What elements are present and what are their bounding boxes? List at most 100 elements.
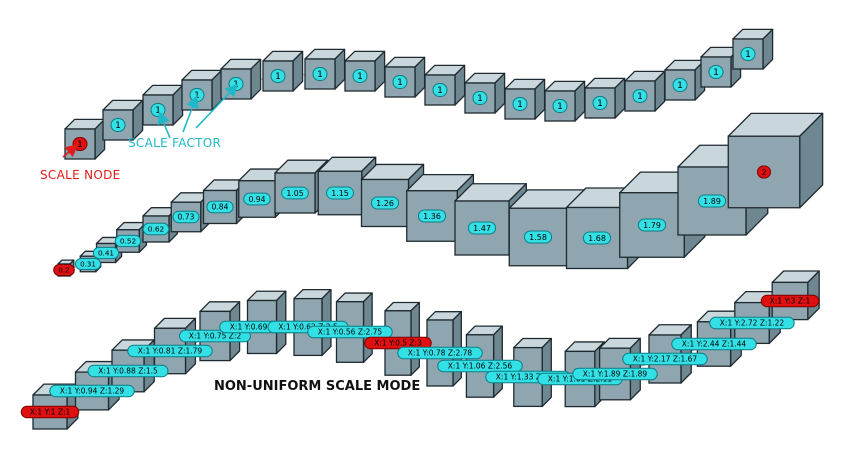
label-text: 1.68 <box>588 234 606 243</box>
scale-factor-badge <box>709 316 795 330</box>
scaled-cube <box>727 112 824 209</box>
scale-factor-badge <box>270 69 286 83</box>
scaled-factor-label: 1.26 <box>370 196 400 210</box>
scaled-factor-label: 1.47 <box>467 221 497 235</box>
label-text: 1 <box>397 78 403 88</box>
uniform-scale-label: 1 <box>552 99 568 113</box>
uniform-scale-label: 1 <box>312 67 328 81</box>
scale-factor-badge <box>87 364 169 378</box>
non-uniform-scale-label: X:1 Y:0.78 Z:2.78 <box>397 346 483 360</box>
scaled-factor-label: 1.36 <box>417 209 447 223</box>
label-text: 1.26 <box>376 199 394 208</box>
uniform-scale-label: 1 <box>110 118 126 132</box>
callout-arrows <box>62 83 239 158</box>
scale-factor-badge <box>110 118 126 132</box>
label-text: 1 <box>77 140 83 150</box>
label-text: 0.84 <box>212 203 229 212</box>
label-text: 1 <box>597 99 603 109</box>
uniform-scale-label: 1 <box>150 103 166 117</box>
scaled-factor-label: 0.2 <box>53 264 75 276</box>
non-uniform-scale-label: X:1 Y:0.56 Z:2.75 <box>307 325 393 339</box>
scale-factor-badge <box>142 222 170 236</box>
label-text: 1.79 <box>643 221 661 230</box>
scale-factor-badge <box>417 209 447 223</box>
scale-factor-arrow <box>195 83 239 129</box>
uniform-scale-label: 1 <box>472 91 488 105</box>
uniform-scale-label: 1 <box>632 89 648 103</box>
label-text: 1.36 <box>423 212 441 221</box>
label-text: X:1 Y:0.81 Z:1.79 <box>138 347 203 356</box>
scale-factor-badge <box>127 344 213 358</box>
label-text: X:1 Y:3 Z:1 <box>770 297 811 306</box>
uniform-scale-label: 1 <box>189 88 205 102</box>
label-text: 1.89 <box>703 197 721 206</box>
scale-factor-badge <box>206 200 234 214</box>
scale-factor-badge <box>572 367 658 381</box>
scale-factor-badge <box>467 221 497 235</box>
label-text: X:1 Y:0.5 Z:3 <box>374 339 422 348</box>
uniform-cube <box>304 48 346 90</box>
non-uniform-scale-row: X:1 Y:1 Z:1X:1 Y:0.94 Z:1.29X:1 Y:0.88 Z… <box>20 270 820 430</box>
scale-node-badge <box>53 264 75 276</box>
label-text: 1 <box>557 102 563 112</box>
uniform-scale-label: 1 <box>352 69 368 83</box>
uniform-scale-label: 1 <box>708 65 724 79</box>
scaled-factor-label: 1.05 <box>281 186 309 200</box>
uniform-cube <box>344 50 386 92</box>
label-text: 0.62 <box>148 225 164 234</box>
uniform-scale-label: 1 <box>592 96 608 110</box>
label-text: X:1 Y:1.33 Z:2.33 <box>496 373 561 382</box>
scale-factor-badge <box>697 194 727 208</box>
label-text: 1 <box>317 70 323 80</box>
label-text: X:1 Y:1 Z:1 <box>30 408 71 417</box>
label-text: 1.58 <box>529 233 547 242</box>
scale-factor-badge <box>114 234 142 248</box>
scale-factor-badge <box>523 230 553 244</box>
scale-factor-arrow <box>182 95 199 133</box>
non-uniform-scale-label: X:1 Y:0.81 Z:1.79 <box>127 344 213 358</box>
scale-factor-badge <box>74 257 102 271</box>
scale-node-badge <box>760 294 820 308</box>
uniform-scale-label: 1 <box>672 78 688 92</box>
scale-node-badge <box>757 165 771 179</box>
uniform-cube <box>142 84 184 126</box>
scale-factor-badge <box>326 186 354 200</box>
scaled-factor-label: 0.52 <box>114 234 142 248</box>
scaled-factor-label: 1.89 <box>697 194 727 208</box>
label-text: X:1 Y:0.62 Z:2.5 <box>278 323 338 332</box>
scale-factor-callout: SCALE FACTOR <box>128 136 222 150</box>
label-text: X:1 Y:0.75 Z:2 <box>189 332 242 341</box>
cube-front-face <box>304 58 336 90</box>
scale-factor-badge <box>49 384 135 398</box>
scale-node-badge <box>20 405 80 419</box>
uniform-cube <box>732 28 774 70</box>
label-text: X:1 Y:1.06 Z:2.56 <box>448 362 513 371</box>
scaled-factor-label: 1.68 <box>582 231 612 245</box>
scale-factor-badge <box>437 359 523 373</box>
label-text: 1.47 <box>473 224 491 233</box>
label-text: X:1 Y:1.89 Z:1.89 <box>583 370 648 379</box>
non-uniform-scale-label: X:1 Y:1.89 Z:1.89 <box>572 367 658 381</box>
scale-factor-badge <box>740 47 756 61</box>
scale-factor-badge <box>637 218 667 232</box>
non-uniform-scale-label: X:1 Y:0.94 Z:1.29 <box>49 384 135 398</box>
label-text: 0.31 <box>80 260 96 269</box>
scaled-factor-label: 0.31 <box>74 257 102 271</box>
scaled-factor-label: 0.94 <box>243 192 271 206</box>
scale-factor-badge <box>592 96 608 110</box>
uniform-scale-label: 1 <box>740 47 756 61</box>
label-text: 1 <box>275 72 281 82</box>
label-text: 2 <box>761 168 766 177</box>
uniform-cube <box>544 80 586 122</box>
uniform-scale-label: 1 <box>392 75 408 89</box>
scale-factor-badge <box>281 186 309 200</box>
scaled-factor-label: 0.41 <box>92 246 120 260</box>
non-uniform-scale-label: X:1 Y:3 Z:1 <box>760 294 820 308</box>
label-text: 1.05 <box>286 189 303 198</box>
uniform-scale-label: 1 <box>270 69 286 83</box>
scale-factor-badge <box>672 78 688 92</box>
label-text: 0.73 <box>178 213 195 222</box>
label-text: 1 <box>115 121 121 131</box>
